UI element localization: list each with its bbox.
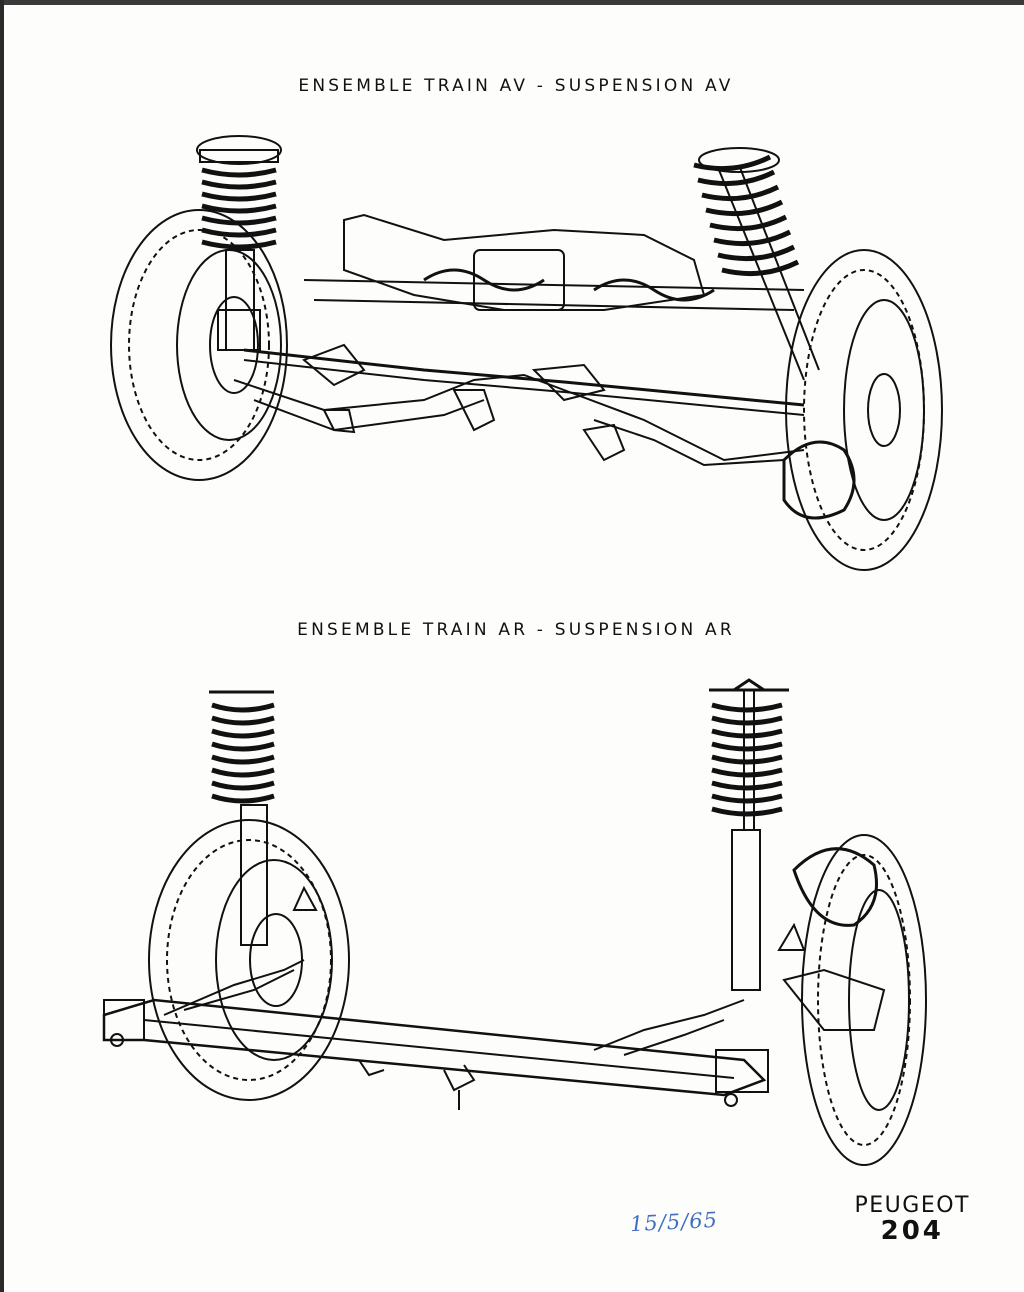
handwritten-date: 15/5/65 xyxy=(629,1207,719,1237)
rear-trailing-arms xyxy=(163,885,886,1056)
front-drive-shafts xyxy=(243,343,805,416)
rear-crossbeam xyxy=(102,998,769,1110)
front-suspension-caption: ENSEMBLE TRAIN AV - SUSPENSION AV xyxy=(298,76,734,96)
rear-left-wheel xyxy=(148,819,350,1101)
front-left-strut xyxy=(196,135,282,351)
rear-right-spring xyxy=(709,678,789,991)
rear-left-spring xyxy=(209,690,275,946)
front-lower-arms xyxy=(233,373,805,467)
brand-name: PEUGEOT xyxy=(854,1193,970,1218)
front-right-strut xyxy=(693,147,820,381)
rear-suspension-illustration xyxy=(102,678,927,1166)
brand-model: 204 xyxy=(880,1216,944,1246)
front-suspension-illustration xyxy=(110,135,943,571)
front-crossmember xyxy=(303,213,805,311)
rear-suspension-caption: ENSEMBLE TRAIN AR - SUSPENSION AR xyxy=(297,620,735,640)
scan-edge xyxy=(4,0,1024,5)
brand-logo: PEUGEOT 204 xyxy=(855,1193,970,1246)
rear-right-wheel xyxy=(792,834,927,1166)
front-right-wheel xyxy=(785,249,943,571)
front-tire-cutaway xyxy=(782,440,856,520)
